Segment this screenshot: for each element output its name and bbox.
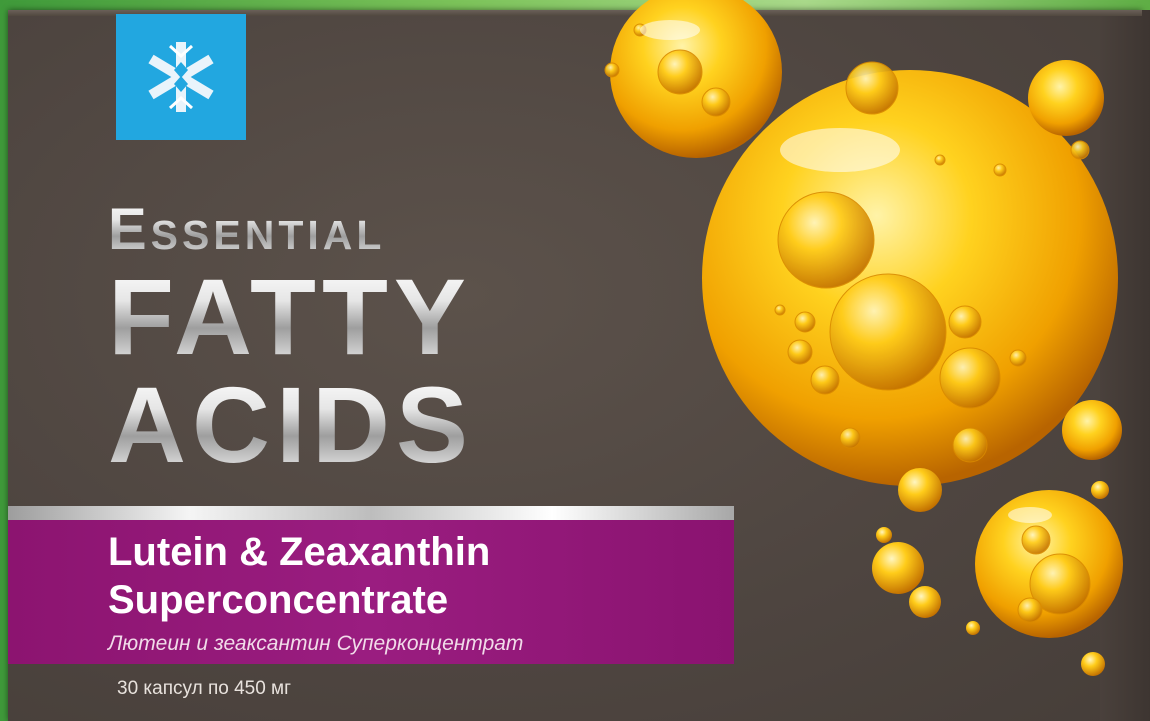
title-fatty: FATTY <box>108 256 472 377</box>
capsule-count: 30 капсул по 450 мг <box>117 678 292 699</box>
brand-logo <box>116 14 246 140</box>
box-top-edge <box>8 10 1142 16</box>
silver-stripe <box>8 506 734 520</box>
title-acids: ACIDS <box>108 364 475 485</box>
highlights <box>640 20 1052 523</box>
subtitle-russian: Лютеин и зеаксантин Суперконцентрат <box>108 632 524 655</box>
inner-bubbles <box>604 23 1091 623</box>
subtitle-band <box>8 520 734 664</box>
subtitle-superconcentrate: Superconcentrate <box>108 578 449 622</box>
title-essential: Essential <box>108 197 386 262</box>
subtitle-lutein-zeaxanthin: Lutein & Zeaxanthin <box>108 530 491 574</box>
snowflake-logo-icon <box>148 42 214 112</box>
